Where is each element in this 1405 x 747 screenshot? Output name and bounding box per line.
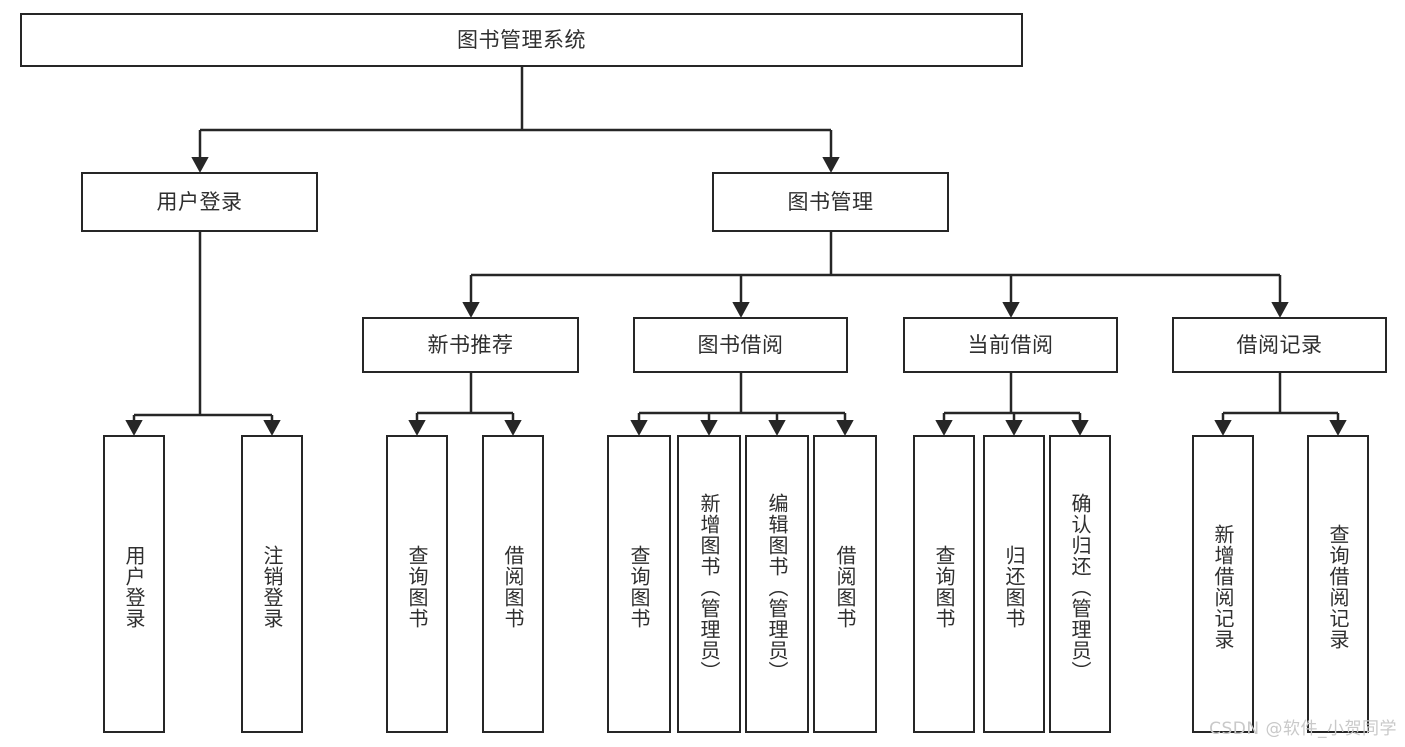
csdn-watermark: CSDN @软件_小贺同学	[1209, 719, 1397, 739]
node-borrow_log[interactable]: 借阅记录	[1172, 317, 1387, 373]
node-label: 图书管理	[787, 189, 874, 214]
node-leaf_login[interactable]: 用户登录	[103, 435, 165, 733]
node-leaf_return[interactable]: 归还图书	[983, 435, 1045, 733]
node-label: 注销登录	[260, 545, 284, 629]
node-new_rec[interactable]: 新书推荐	[362, 317, 579, 373]
node-leaf_addlog[interactable]: 新增借阅记录	[1192, 435, 1254, 733]
node-label: 确认归还（管理员）	[1068, 492, 1092, 682]
node-label: 新增图书（管理员）	[697, 492, 721, 682]
node-user_login[interactable]: 用户登录	[81, 172, 318, 232]
node-leaf_qlog[interactable]: 查询借阅记录	[1307, 435, 1369, 733]
node-leaf_q2[interactable]: 查询图书	[607, 435, 671, 733]
node-book_manage[interactable]: 图书管理	[712, 172, 949, 232]
node-label: 新书推荐	[427, 332, 514, 357]
node-leaf_b2[interactable]: 借阅图书	[813, 435, 877, 733]
node-leaf_logout[interactable]: 注销登录	[241, 435, 303, 733]
node-label: 查询图书	[932, 545, 956, 629]
node-label: 用户登录	[156, 189, 243, 214]
node-label: 借阅图书	[501, 545, 525, 629]
node-leaf_q3[interactable]: 查询图书	[913, 435, 975, 733]
node-leaf_b1[interactable]: 借阅图书	[482, 435, 544, 733]
node-cur_borrow[interactable]: 当前借阅	[903, 317, 1118, 373]
node-label: 编辑图书（管理员）	[765, 492, 789, 682]
node-label: 借阅图书	[833, 545, 857, 629]
node-book_borrow[interactable]: 图书借阅	[633, 317, 848, 373]
node-label: 图书管理系统	[457, 27, 586, 52]
node-leaf_add[interactable]: 新增图书（管理员）	[677, 435, 741, 733]
node-label: 归还图书	[1002, 545, 1026, 629]
node-label: 查询图书	[627, 545, 651, 629]
node-label: 图书借阅	[697, 332, 784, 357]
node-leaf_edit[interactable]: 编辑图书（管理员）	[745, 435, 809, 733]
node-root[interactable]: 图书管理系统	[20, 13, 1023, 67]
node-leaf_confirm[interactable]: 确认归还（管理员）	[1049, 435, 1111, 733]
node-label: 查询借阅记录	[1326, 524, 1350, 650]
node-label: 查询图书	[405, 545, 429, 629]
node-label: 借阅记录	[1236, 332, 1323, 357]
node-leaf_q1[interactable]: 查询图书	[386, 435, 448, 733]
node-label: 用户登录	[122, 545, 146, 629]
node-label: 当前借阅	[967, 332, 1054, 357]
node-label: 新增借阅记录	[1211, 524, 1235, 650]
